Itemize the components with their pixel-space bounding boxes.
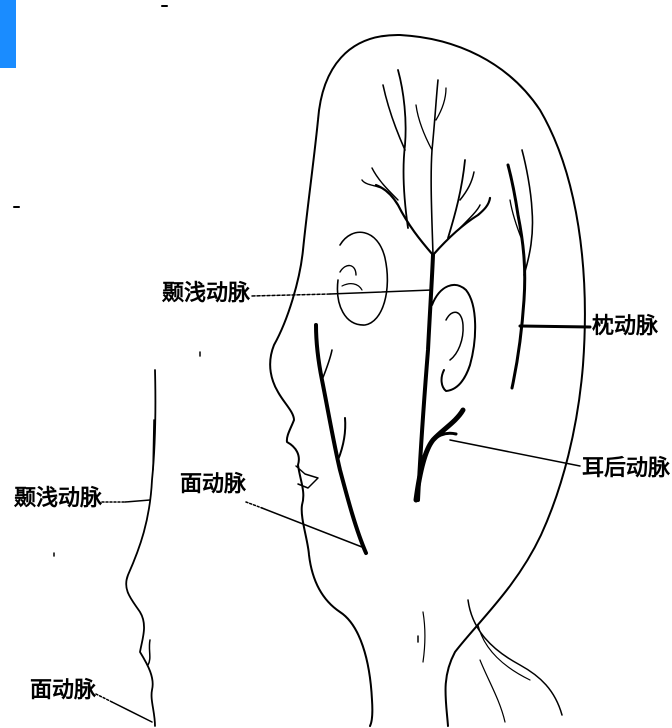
- facial-artery: [316, 325, 366, 553]
- label-superficial-temporal-artery-left: 颞浅动脉: [14, 488, 102, 510]
- label-occipital-artery: 枕动脉: [592, 316, 658, 338]
- label-facial-artery: 面动脉: [180, 474, 246, 496]
- label-posterior-auricular-artery: 耳后动脉: [582, 458, 670, 480]
- label-superficial-temporal-artery: 颞浅动脉: [162, 283, 250, 305]
- left-partial-profile: [126, 370, 155, 726]
- ear: [432, 285, 475, 391]
- label-facial-artery-left: 面动脉: [30, 680, 96, 702]
- occipital-artery: [508, 165, 525, 388]
